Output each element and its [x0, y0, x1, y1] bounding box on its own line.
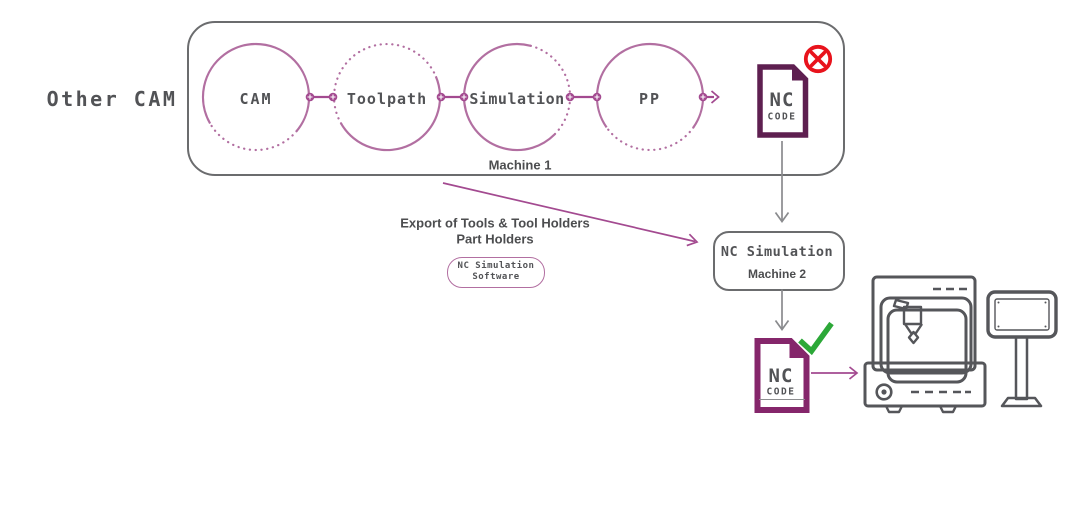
- step-connectors: [305, 90, 720, 104]
- step-label-simulation: Simulation: [469, 90, 565, 108]
- step-label-toolpath: Toolpath: [346, 90, 428, 108]
- nc-code-file-rejected-icon: [757, 64, 809, 138]
- nc-code-file-approved-icon: [754, 338, 810, 413]
- software-pill-line2: Software: [472, 272, 520, 282]
- software-pill-line1: NC Simulation: [457, 261, 535, 271]
- export-note-line2: Part Holders: [456, 231, 534, 247]
- flow-arrow-down-2-icon: [774, 289, 790, 331]
- simulation-box-title: NC Simulation: [720, 244, 834, 260]
- simulation-box-subtitle: Machine 2: [747, 267, 807, 281]
- nc-file-rejected-title: NC: [769, 89, 795, 111]
- nc-file-rejected-subtitle: CODE: [767, 111, 797, 123]
- export-note-line1: Export of Tools & Tool Holders: [400, 215, 590, 231]
- export-arrow-icon: [442, 182, 699, 247]
- cnc-machine-icon: [863, 275, 987, 414]
- nc-simulation-software-pill: [447, 257, 545, 288]
- nc-file-approved-title: NC: [768, 365, 794, 387]
- step-label-pp: PP: [638, 90, 662, 108]
- step-label-cam: CAM: [239, 90, 273, 108]
- simulation-circle-icon: [462, 42, 572, 152]
- nc-simulation-box: [713, 231, 845, 291]
- source-label: Other CAM: [46, 87, 178, 111]
- error-badge-icon: [803, 44, 833, 74]
- machine1-label: Machine 1: [488, 157, 552, 173]
- nc-file-approved-subtitle: CODE: [766, 386, 796, 398]
- check-icon: [798, 321, 834, 356]
- software-pill-text: NC Simulation Software: [458, 261, 535, 283]
- pp-exit-arrow-icon: [710, 90, 720, 104]
- flow-arrow-down-1-icon: [774, 141, 790, 223]
- machine1-frame: [187, 21, 845, 176]
- monitor-icon: [986, 290, 1058, 408]
- spindle-icon: [892, 298, 923, 345]
- to-machine-arrow-icon: [811, 366, 859, 380]
